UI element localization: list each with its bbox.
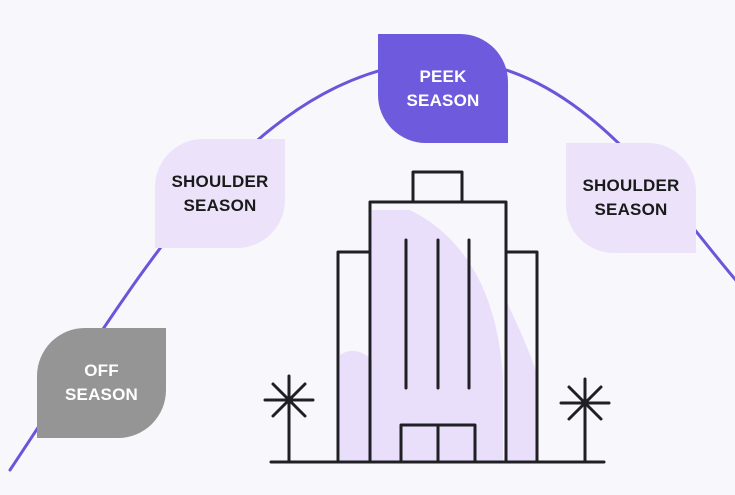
shoulder-left-line2: SEASON [183, 195, 257, 215]
peak-line2: SEASON [406, 90, 480, 110]
shoulder-left-line1: SHOULDER [171, 171, 269, 191]
shoulder-season-right-badge: SHOULDER SEASON [566, 143, 696, 253]
off-season-line1: OFF [84, 361, 119, 380]
hotel-building-icon [269, 170, 606, 464]
palm-tree-icon [263, 374, 315, 464]
shoulder-right-line2: SEASON [594, 200, 668, 219]
palm-tree-icon [559, 377, 611, 464]
shoulder-season-left-badge: SHOULDER SEASON [155, 139, 285, 248]
shoulder-right-line1: SHOULDER [582, 176, 680, 195]
peak-line1: PEEK [419, 66, 467, 86]
peak-season-badge: PEEK SEASON [378, 34, 508, 143]
off-season-badge: OFF SEASON [37, 328, 166, 438]
off-season-line2: SEASON [65, 385, 138, 404]
